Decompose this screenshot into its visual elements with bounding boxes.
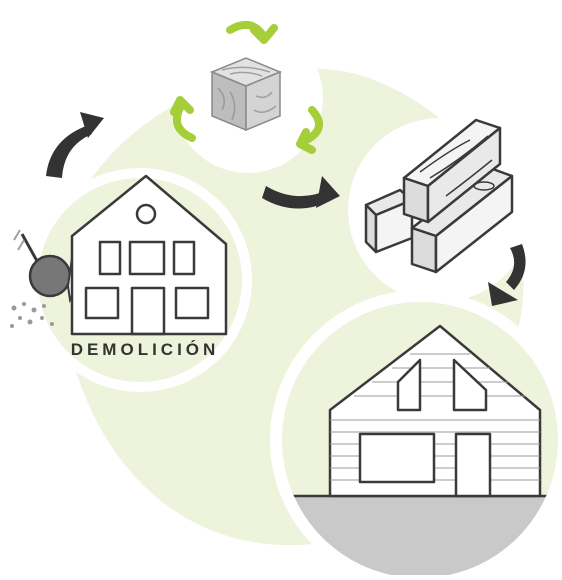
recycle-arrows-icon (170, 20, 323, 154)
timber-stage (348, 118, 532, 302)
new-house-icon (328, 324, 542, 498)
wood-cube-icon (210, 57, 282, 132)
house-demolition-icon (70, 174, 228, 336)
curved-arrow-icon (46, 112, 526, 306)
flow-arrow-timber-to-house (488, 244, 526, 306)
new-house-stage (270, 290, 562, 580)
flow-arrow-recycle-to-timber (262, 176, 340, 209)
demolition-stage (10, 168, 252, 392)
recycle-stage (170, 20, 323, 173)
flow-arrow-demolition-to-recycle (46, 112, 104, 178)
timber-beams-icon (364, 118, 514, 274)
